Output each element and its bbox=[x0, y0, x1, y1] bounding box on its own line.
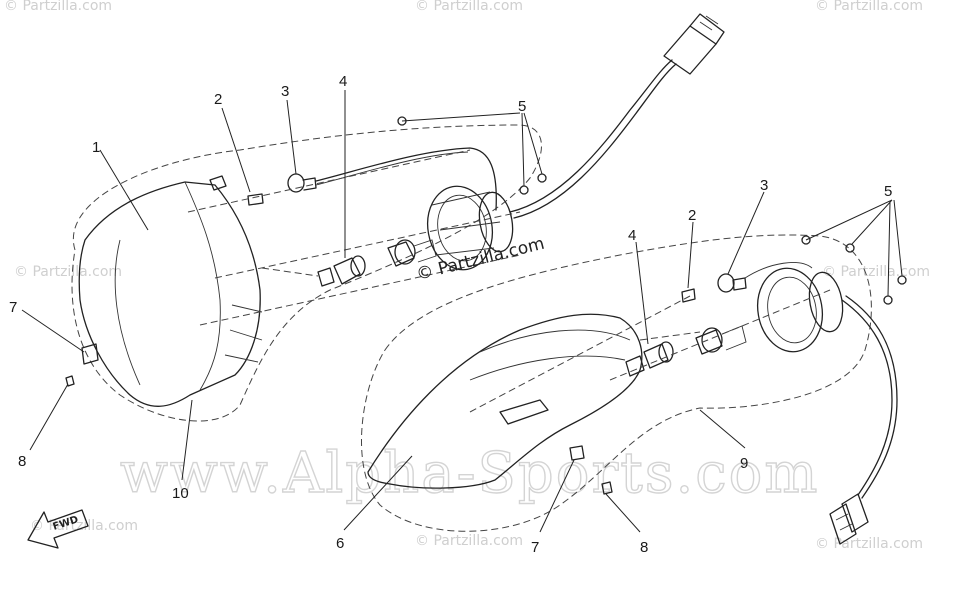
right-assembly-boundary bbox=[361, 234, 872, 532]
callout-4-left: 4 bbox=[339, 73, 347, 90]
callout-7-right: 7 bbox=[531, 539, 539, 556]
right-main-cable bbox=[841, 299, 893, 496]
leader-lines bbox=[21, 90, 903, 533]
callout-2-left: 2 bbox=[214, 91, 222, 108]
left-main-cable bbox=[509, 59, 673, 213]
right-cable-connector bbox=[829, 493, 869, 545]
left-assembly-boundary bbox=[71, 124, 542, 422]
right-part-7-bracket bbox=[569, 445, 585, 461]
callout-5-left: 5 bbox=[518, 98, 526, 115]
right-housing-ridge bbox=[479, 329, 631, 353]
callout-2-right: 2 bbox=[688, 207, 696, 224]
callout-3-left: 3 bbox=[281, 83, 289, 100]
callout-1: 1 bbox=[92, 139, 100, 156]
watermark-top-left: © Partzilla.com bbox=[4, 0, 112, 14]
watermark-right-mid: © Partzilla.com bbox=[822, 264, 930, 280]
watermark-top-center: © Partzilla.com bbox=[415, 0, 523, 14]
right-part-3-socket bbox=[717, 273, 747, 293]
right-lamp-opening bbox=[499, 399, 549, 425]
left-wire-harness bbox=[315, 147, 497, 211]
left-part-8-screw bbox=[65, 375, 75, 387]
watermark-bottom-right: © Partzilla.com bbox=[815, 536, 923, 552]
callout-numbers: 1 2 3 4 5 7 8 10 2 3 4 5 6 9 7 8 bbox=[9, 73, 892, 556]
left-cable-connector bbox=[663, 13, 725, 75]
callout-8-right: 8 bbox=[640, 539, 648, 556]
left-lens-curve bbox=[114, 239, 141, 386]
left-part-2-clip bbox=[247, 193, 264, 206]
callout-4-right: 4 bbox=[628, 227, 636, 244]
right-reflector-ring bbox=[744, 262, 844, 353]
watermark-bottom-left: © Partzilla.com bbox=[30, 518, 138, 534]
left-part-4-bulb bbox=[317, 255, 366, 287]
right-bulb-holder bbox=[695, 325, 747, 355]
watermark-left-mid: © Partzilla.com bbox=[14, 264, 122, 280]
callout-7-left: 7 bbox=[9, 299, 17, 316]
callout-3-right: 3 bbox=[760, 177, 768, 194]
watermark-alpha-sports: www.Alpha-Sports.com bbox=[120, 441, 819, 506]
callout-10: 10 bbox=[172, 485, 189, 502]
right-part-2-clip bbox=[681, 288, 696, 303]
callout-8-left: 8 bbox=[18, 453, 26, 470]
watermark-top-right: © Partzilla.com bbox=[815, 0, 923, 14]
left-part-7-bracket bbox=[81, 343, 99, 365]
left-housing-tab bbox=[209, 175, 227, 191]
left-headlight-assembly bbox=[65, 13, 725, 422]
left-part-3-socket bbox=[287, 173, 317, 193]
left-housing-edge bbox=[184, 181, 221, 391]
right-headlight-housing bbox=[367, 313, 643, 489]
callout-9: 9 bbox=[740, 455, 748, 472]
right-headlight-assembly bbox=[361, 234, 907, 545]
left-housing-ribs bbox=[224, 304, 263, 363]
left-headlight-housing bbox=[78, 181, 261, 407]
left-reflector-ring bbox=[427, 185, 514, 271]
callout-5-right: 5 bbox=[884, 183, 892, 200]
watermark-bottom-center: © Partzilla.com bbox=[415, 533, 523, 549]
right-part-4-bulb bbox=[625, 341, 674, 377]
watermark-partzilla-center: © Partzilla.com bbox=[414, 234, 546, 285]
callout-6: 6 bbox=[336, 535, 344, 552]
right-part-8-screw bbox=[601, 481, 613, 495]
left-bulb-holder bbox=[387, 239, 437, 267]
